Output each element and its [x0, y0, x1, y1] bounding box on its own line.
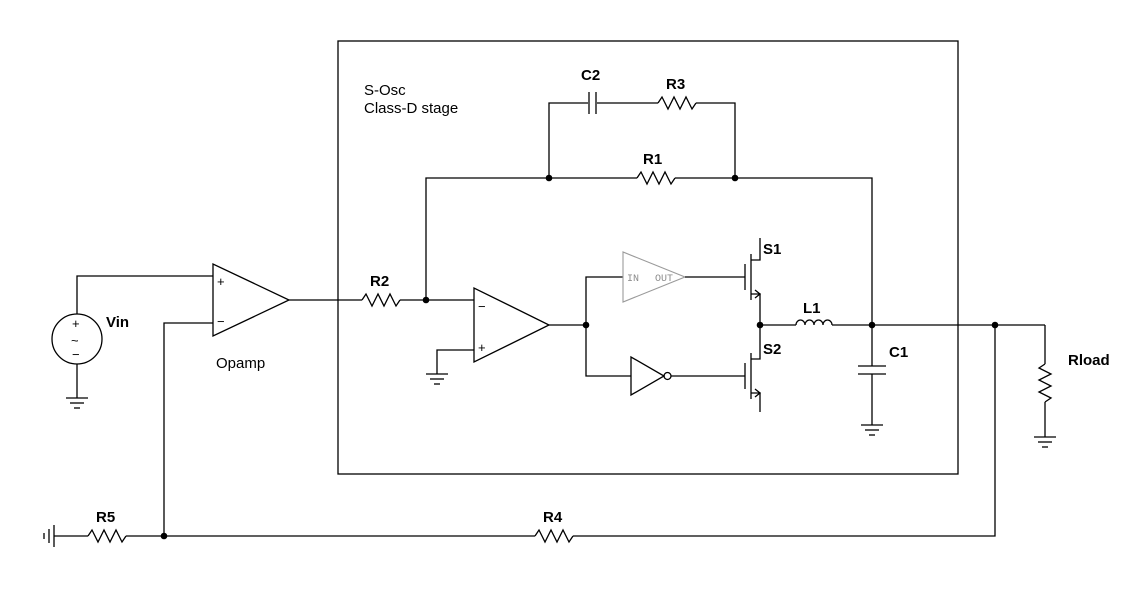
wire-to-inverter	[585, 325, 631, 377]
vin-label: Vin	[106, 314, 129, 331]
vin-source: + ~ −	[51, 313, 103, 365]
ground-icon	[426, 373, 448, 385]
vin-minus-sign: −	[72, 347, 80, 362]
s1-mosfet	[744, 238, 762, 325]
rload-label: Rload	[1068, 352, 1110, 369]
s2-mosfet	[744, 325, 762, 412]
stage-title-line1: S-Osc	[364, 82, 406, 99]
r1-label: R1	[643, 151, 662, 168]
class-d-stage-box	[337, 40, 959, 475]
wire-comparator-plus-ground	[436, 349, 474, 374]
s2-label: S2	[763, 341, 781, 358]
r1-resistor	[636, 170, 676, 186]
r4-label: R4	[543, 509, 563, 526]
buffer-in-label: IN	[627, 274, 639, 285]
opamp-minus-pin: −	[217, 314, 225, 329]
l1-inductor	[795, 319, 833, 326]
comparator-triangle	[473, 286, 551, 364]
stage-title-line2: Class-D stage	[364, 100, 458, 117]
inverter-triangle	[630, 355, 666, 397]
r4-resistor	[534, 528, 574, 544]
r2-resistor	[361, 292, 401, 308]
ground-icon	[861, 424, 883, 436]
opamp-plus-pin: +	[217, 274, 225, 289]
comparator-minus-pin: −	[478, 299, 486, 314]
wire-feedback-r1-left	[425, 177, 637, 300]
r3-label: R3	[666, 76, 685, 93]
rload-resistor	[1037, 363, 1053, 403]
vin-plus-sign: +	[72, 316, 80, 331]
wire-to-buffer	[585, 276, 623, 325]
c1-capacitor	[858, 365, 886, 375]
r3-resistor	[657, 95, 697, 111]
ground-icon	[1034, 436, 1056, 448]
wire-opamp-minus-feedback	[163, 322, 213, 536]
opamp-triangle	[212, 262, 291, 338]
ground-icon	[66, 397, 88, 409]
opamp-label: Opamp	[216, 355, 265, 372]
junction-dot	[160, 532, 168, 540]
wire-vin-to-opamp-plus	[76, 275, 213, 314]
comparator-plus-pin: +	[478, 340, 486, 355]
wire-c2-branch-left	[548, 102, 588, 178]
wire-feedback-r1-right	[675, 177, 873, 325]
c2-capacitor	[588, 92, 597, 114]
vin-wave-sign: ~	[71, 333, 79, 348]
ground-icon	[43, 525, 55, 547]
c2-label: C2	[581, 67, 600, 84]
wire-r3-branch-right	[696, 102, 736, 178]
r5-resistor	[87, 528, 127, 544]
r2-label: R2	[370, 273, 389, 290]
c1-label: C1	[889, 344, 908, 361]
buffer-triangle	[622, 251, 687, 303]
r5-label: R5	[96, 509, 115, 526]
l1-label: L1	[803, 300, 821, 317]
wire-r4-right	[573, 325, 996, 537]
s1-label: S1	[763, 241, 781, 258]
buffer-out-label: OUT	[655, 274, 673, 285]
